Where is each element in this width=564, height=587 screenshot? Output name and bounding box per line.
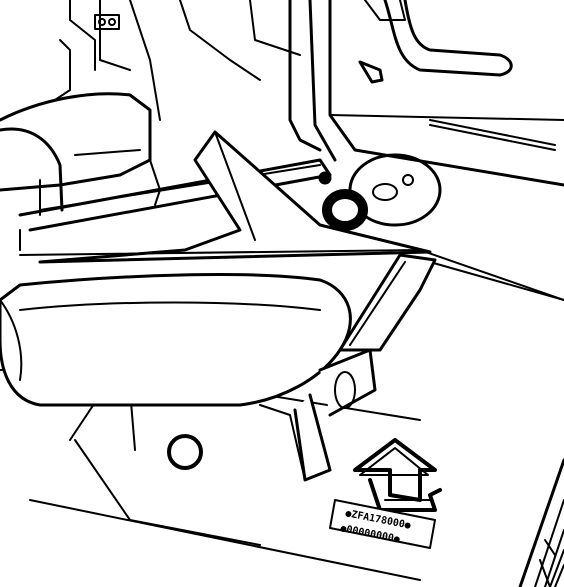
floor-hole xyxy=(167,434,203,470)
folded-cushion xyxy=(0,273,352,407)
seat-bracket xyxy=(259,253,437,482)
seat-rail xyxy=(18,158,332,251)
b-pillar xyxy=(94,0,337,162)
floor-mat xyxy=(518,458,564,587)
direction-arrow xyxy=(38,130,432,264)
arrow-up-icon xyxy=(353,438,442,512)
rear-seat xyxy=(0,0,161,216)
vin-plate: ●ZFA178000● ●00000000● xyxy=(329,499,436,549)
front-seat-mount xyxy=(318,153,442,231)
front-door xyxy=(328,0,564,187)
